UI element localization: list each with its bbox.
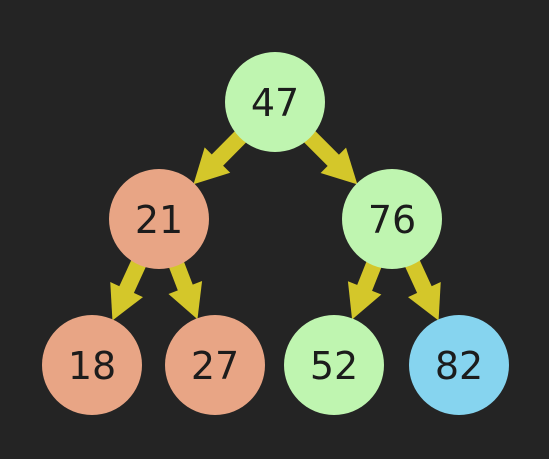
arrow-head [110,282,143,321]
arrow-head [193,147,231,185]
node-value: 82 [435,344,483,388]
node-circle [165,315,265,415]
node-value: 47 [251,81,299,125]
tree-node-18: 18 [42,315,142,415]
node-value: 21 [135,198,183,242]
node-value: 76 [368,198,416,242]
tree-node-21: 21 [109,169,209,269]
arrow-head [408,282,441,321]
tree-node-82: 82 [409,315,509,415]
arrow-head [320,147,358,185]
tree-node-47: 47 [225,52,325,152]
arrow-head [168,281,203,320]
node-value: 18 [68,344,116,388]
node-circle [409,315,509,415]
nodes-layer: 47 21 76 18 27 52 82 [42,52,509,415]
node-circle [109,169,209,269]
tree-node-76: 76 [342,169,442,269]
node-value: 52 [310,344,358,388]
arrow-head [347,281,382,320]
tree-node-27: 27 [165,315,265,415]
node-circle [42,315,142,415]
node-circle [342,169,442,269]
node-circle [284,315,384,415]
node-circle [225,52,325,152]
tree-node-52: 52 [284,315,384,415]
node-value: 27 [191,344,239,388]
